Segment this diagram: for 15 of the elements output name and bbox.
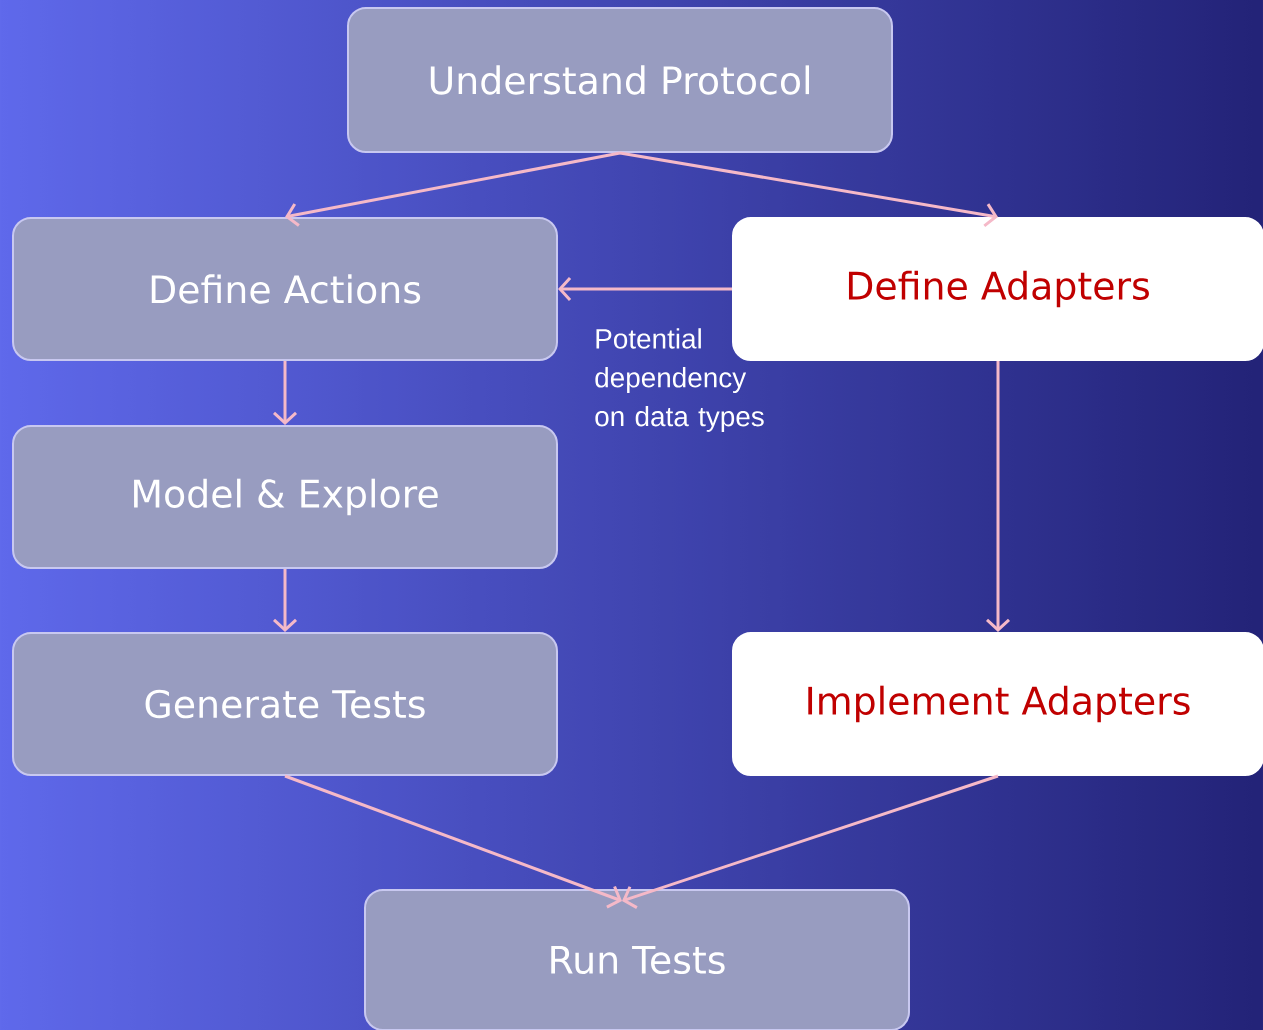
arrow [273, 361, 297, 425]
process-box: Model & Explore [12, 425, 558, 569]
process-box: Generate Tests [12, 632, 558, 776]
process-box: Define Actions [12, 217, 558, 361]
arrow [622, 774, 999, 909]
process-box: Define Adapters [732, 217, 1263, 361]
process-box: Run Tests [364, 889, 910, 1030]
arrow [558, 277, 732, 301]
arrow [285, 151, 621, 227]
process-box: Implement Adapters [732, 632, 1263, 776]
arrow [619, 151, 998, 227]
arrow [284, 774, 622, 909]
process-box: Understand Protocol [347, 7, 893, 153]
arrow [986, 361, 1010, 632]
arrow [273, 569, 297, 632]
